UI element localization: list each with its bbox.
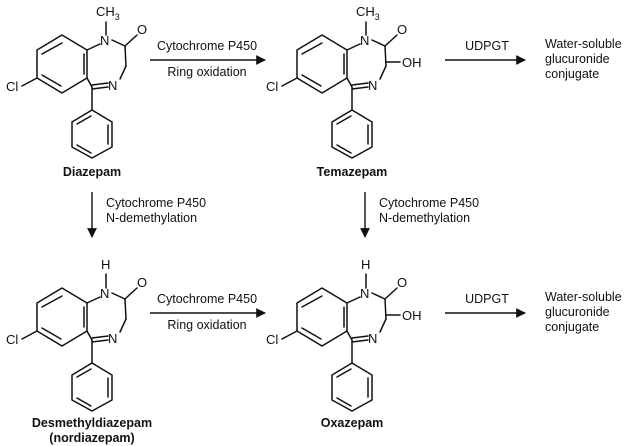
right-down-enzyme: Cytochrome P450 bbox=[379, 196, 479, 210]
left-down-enzyme: Cytochrome P450 bbox=[106, 196, 206, 210]
top-product-line3: conjugate bbox=[545, 67, 599, 81]
bottom-product-line1: Water-soluble bbox=[545, 290, 622, 304]
temazepam-oh: OH bbox=[402, 55, 422, 70]
diazepam-structure bbox=[21, 21, 138, 159]
oxazepam-n1: N bbox=[360, 286, 369, 301]
bottom-udpgt-label: UDPGT bbox=[465, 292, 509, 306]
oxazepam-oh: OH bbox=[402, 308, 422, 323]
right-down-process: N-demethylation bbox=[379, 211, 470, 225]
diazepam-cl: Cl bbox=[6, 79, 18, 94]
diazepam-methyl: CH3 bbox=[96, 4, 120, 22]
temazepam-cl: Cl bbox=[266, 79, 278, 94]
nordiazepam-name-line1: Desmethyldiazepam bbox=[32, 416, 152, 430]
temazepam-n1: N bbox=[360, 33, 369, 48]
nordiazepam-n1: N bbox=[100, 286, 109, 301]
diazepam-name: Diazepam bbox=[63, 165, 121, 179]
top-product-line1: Water-soluble bbox=[545, 37, 622, 51]
nordiazepam-cl: Cl bbox=[6, 332, 18, 347]
oxazepam-n4: N bbox=[368, 331, 377, 346]
temazepam-methyl: CH3 bbox=[356, 4, 380, 22]
nordiazepam-n4: N bbox=[108, 331, 117, 346]
top-arrow-process: Ring oxidation bbox=[167, 65, 246, 79]
oxazepam-carbonyl-o: O bbox=[397, 275, 407, 290]
top-product-line2: glucuronide bbox=[545, 52, 610, 66]
bottom-product-line2: glucuronide bbox=[545, 305, 610, 319]
nordiazepam-structure bbox=[21, 273, 138, 412]
oxazepam-h: H bbox=[361, 257, 370, 272]
oxazepam-name: Oxazepam bbox=[321, 416, 384, 430]
bottom-arrow-process: Ring oxidation bbox=[167, 318, 246, 332]
diazepam-n1: N bbox=[100, 33, 109, 48]
bottom-product-line3: conjugate bbox=[545, 320, 599, 334]
temazepam-n4: N bbox=[368, 78, 377, 93]
temazepam-structure bbox=[281, 21, 401, 159]
top-udpgt-label: UDPGT bbox=[465, 39, 509, 53]
diazepam-n4: N bbox=[108, 78, 117, 93]
top-arrow-enzyme: Cytochrome P450 bbox=[157, 39, 257, 53]
oxazepam-cl: Cl bbox=[266, 332, 278, 347]
temazepam-carbonyl-o: O bbox=[397, 22, 407, 37]
nordiazepam-h: H bbox=[101, 257, 110, 272]
temazepam-name: Temazepam bbox=[317, 165, 388, 179]
bottom-arrow-enzyme: Cytochrome P450 bbox=[157, 292, 257, 306]
nordiazepam-carbonyl-o: O bbox=[137, 275, 147, 290]
nordiazepam-name-line2: (nordiazepam) bbox=[49, 431, 134, 445]
oxazepam-structure bbox=[281, 273, 401, 412]
diazepam-carbonyl-o: O bbox=[137, 22, 147, 37]
left-down-process: N-demethylation bbox=[106, 211, 197, 225]
